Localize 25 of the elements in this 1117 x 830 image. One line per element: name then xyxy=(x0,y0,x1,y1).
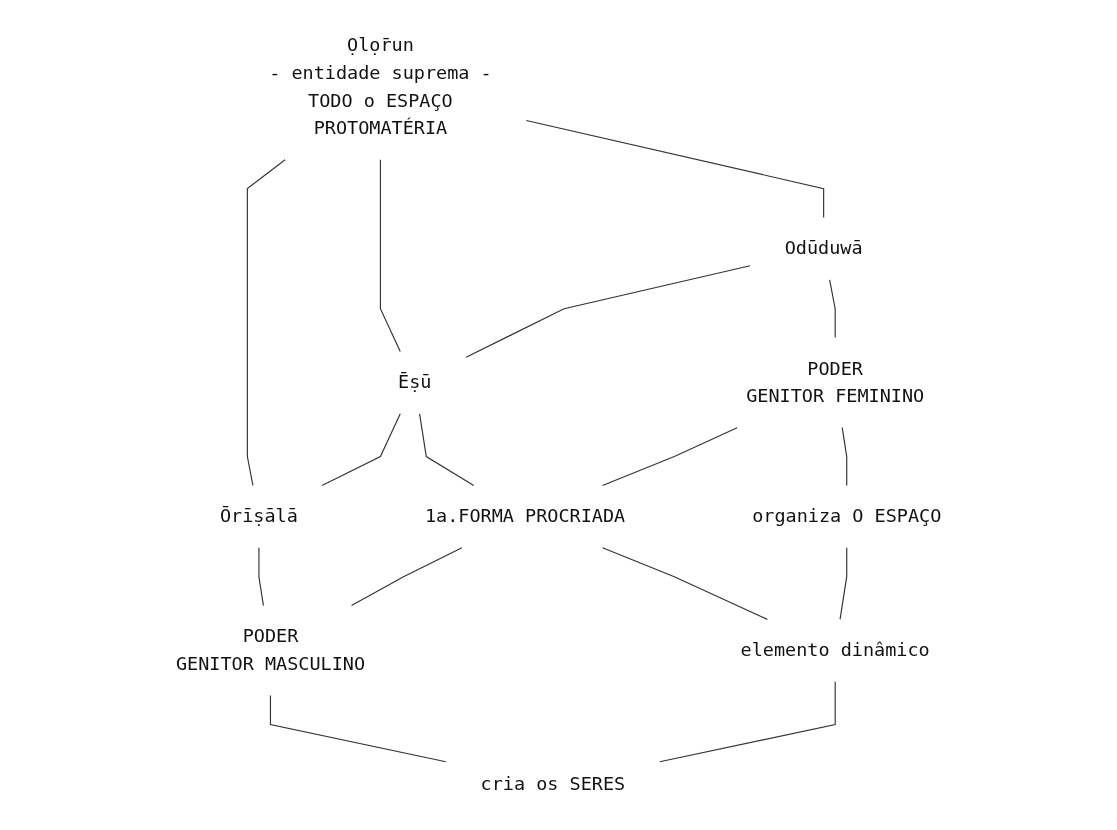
node-text: Odūduwā xyxy=(784,237,863,260)
connector xyxy=(465,265,751,358)
connector xyxy=(659,681,836,763)
connector xyxy=(379,159,401,353)
connector xyxy=(839,547,848,620)
node-text: organiza O ESPAÇO xyxy=(752,505,942,528)
connector xyxy=(321,413,401,487)
connector xyxy=(269,695,447,763)
node-text: 1a.FORMA PROCRIADA xyxy=(424,505,626,528)
node-text: PODER GENITOR FEMININO xyxy=(746,357,925,407)
node-text: elemento dinâmico xyxy=(740,639,930,661)
connector xyxy=(601,427,738,487)
connector xyxy=(258,547,264,607)
node-text: cria os SERES xyxy=(480,773,626,795)
connector xyxy=(601,547,768,620)
connector xyxy=(828,279,836,339)
node-text: Ēṣū xyxy=(397,371,432,394)
node-text: Ọlọ̄run - entidade suprema - TODO o ESPAÇO PROTOMATÉRIA xyxy=(269,33,492,139)
connector xyxy=(350,547,463,607)
node-text: PODER GENITOR MASCULINO xyxy=(175,625,365,675)
connector xyxy=(525,119,825,219)
connector xyxy=(246,159,286,487)
connector xyxy=(841,427,848,487)
node-text: Ōrīṣālā xyxy=(219,505,298,528)
connector xyxy=(418,413,475,487)
